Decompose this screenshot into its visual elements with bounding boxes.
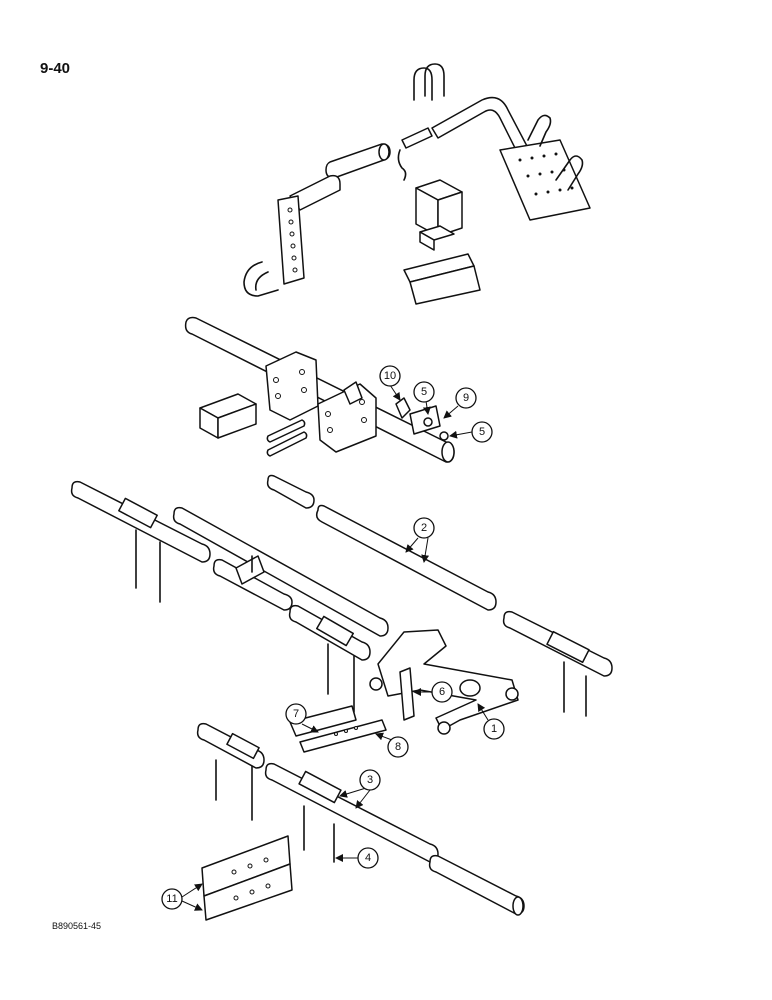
callout-3: 3 <box>339 769 381 809</box>
figure-code: B890561-45 <box>52 921 102 931</box>
callout-label: 6 <box>439 686 445 698</box>
callout-label: 1 <box>491 723 497 735</box>
callout-label: 3 <box>367 774 373 786</box>
callout-10: 10 <box>379 365 401 401</box>
callout-11: 11 <box>161 883 203 911</box>
callout-label: 10 <box>384 370 396 382</box>
callout-label: 11 <box>166 893 177 905</box>
callout-5-lower: 5 <box>449 421 493 443</box>
axle-tubes <box>70 474 613 921</box>
callout-label: 4 <box>365 852 371 864</box>
callout-label: 9 <box>463 392 469 404</box>
callout-6: 6 <box>413 681 453 703</box>
callout-label: 5 <box>479 426 485 438</box>
callout-label: 2 <box>421 522 427 534</box>
callout-8: 8 <box>375 732 409 758</box>
page-number: 9-40 <box>40 60 71 77</box>
callout-7: 7 <box>285 703 319 733</box>
callout-1: 1 <box>477 703 505 740</box>
callout-5-upper: 5 <box>413 381 435 415</box>
callout-label: 7 <box>293 708 299 720</box>
callout-4: 4 <box>335 847 379 869</box>
hitch-tube-assembly <box>243 63 591 305</box>
callout-9: 9 <box>443 387 477 419</box>
callout-label: 8 <box>395 741 401 753</box>
callout-2: 2 <box>405 517 435 563</box>
frame-assembly <box>184 316 455 463</box>
callout-label: 5 <box>421 386 427 398</box>
